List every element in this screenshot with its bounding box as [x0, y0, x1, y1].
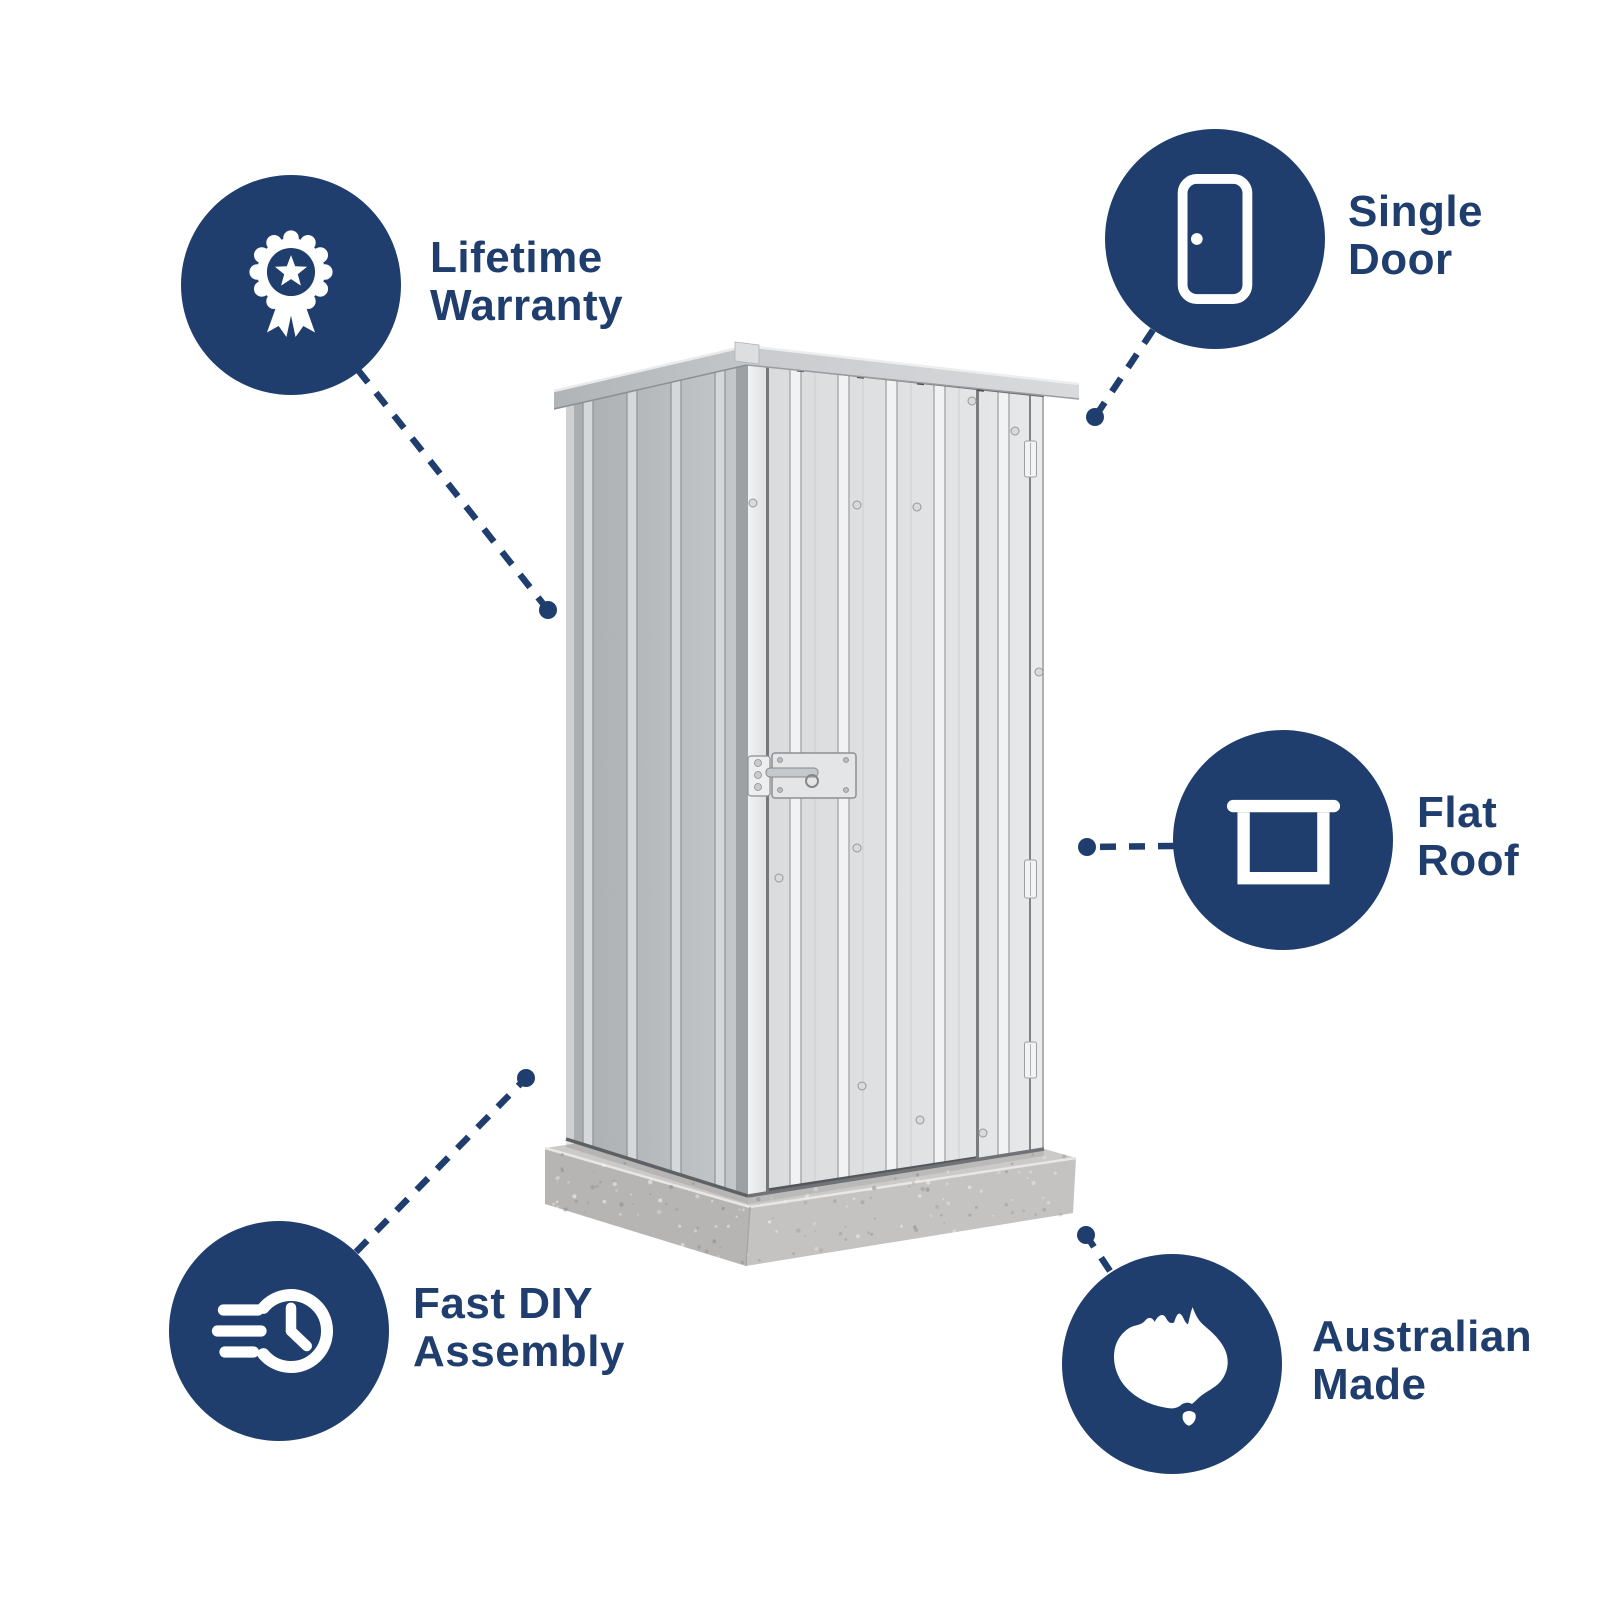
feature-label-lifetime-warranty: Lifetime Warranty: [430, 234, 623, 330]
connector-fast-diy: [353, 1075, 529, 1255]
connector-single-door: [1092, 328, 1156, 419]
award-ribbon-icon: [249, 230, 333, 337]
shed-roof: [553, 341, 1080, 410]
connector-lifetime-warranty: [355, 367, 551, 613]
connector-flat-roof: [1086, 842, 1175, 851]
feature-label-australian-made: Australian Made: [1312, 1313, 1532, 1409]
connector-dot: [1086, 408, 1104, 426]
door-icon: [1177, 174, 1253, 304]
shed-left-wall: [565, 362, 749, 1198]
feature-badge-australian-made: [1062, 1254, 1282, 1474]
feature-label-line: Door: [1348, 235, 1453, 284]
feature-label-line: Flat: [1417, 788, 1498, 837]
feature-badge-flat-roof: [1173, 730, 1393, 950]
connector-dot: [517, 1069, 535, 1087]
connector-dots: [517, 408, 1104, 1244]
connector-dot: [1078, 838, 1096, 856]
connector-dot: [1077, 1226, 1095, 1244]
feature-label-line: Roof: [1417, 836, 1520, 885]
connector-dot: [539, 601, 557, 619]
australia-map-icon: [1113, 1306, 1228, 1426]
feature-label-line: Single: [1348, 187, 1484, 236]
feature-label-line: Australian: [1312, 1312, 1533, 1361]
feature-badge-single-door: [1105, 129, 1325, 349]
feature-label-single-door: Single Door: [1348, 188, 1483, 284]
feature-label-line: Assembly: [413, 1327, 625, 1376]
door-latch: [747, 752, 857, 799]
feature-label-line: Lifetime: [430, 233, 603, 282]
door-hinges: [1024, 440, 1037, 1079]
feature-label-line: Fast DIY: [413, 1279, 594, 1328]
feature-label-flat-roof: Flat Roof: [1417, 789, 1519, 885]
feature-badge-lifetime-warranty: [181, 175, 401, 395]
feature-label-line: Made: [1312, 1360, 1427, 1409]
shed-front-wall: [599, 362, 1045, 1198]
panel-screws: [748, 396, 1044, 1138]
feature-badge-fast-diy-assembly: [169, 1221, 389, 1441]
speed-clock-icon: [211, 1289, 333, 1373]
flat-roof-icon: [1226, 799, 1340, 884]
feature-label-line: Warranty: [430, 281, 624, 330]
feature-label-fast-diy-assembly: Fast DIY Assembly: [413, 1280, 625, 1376]
